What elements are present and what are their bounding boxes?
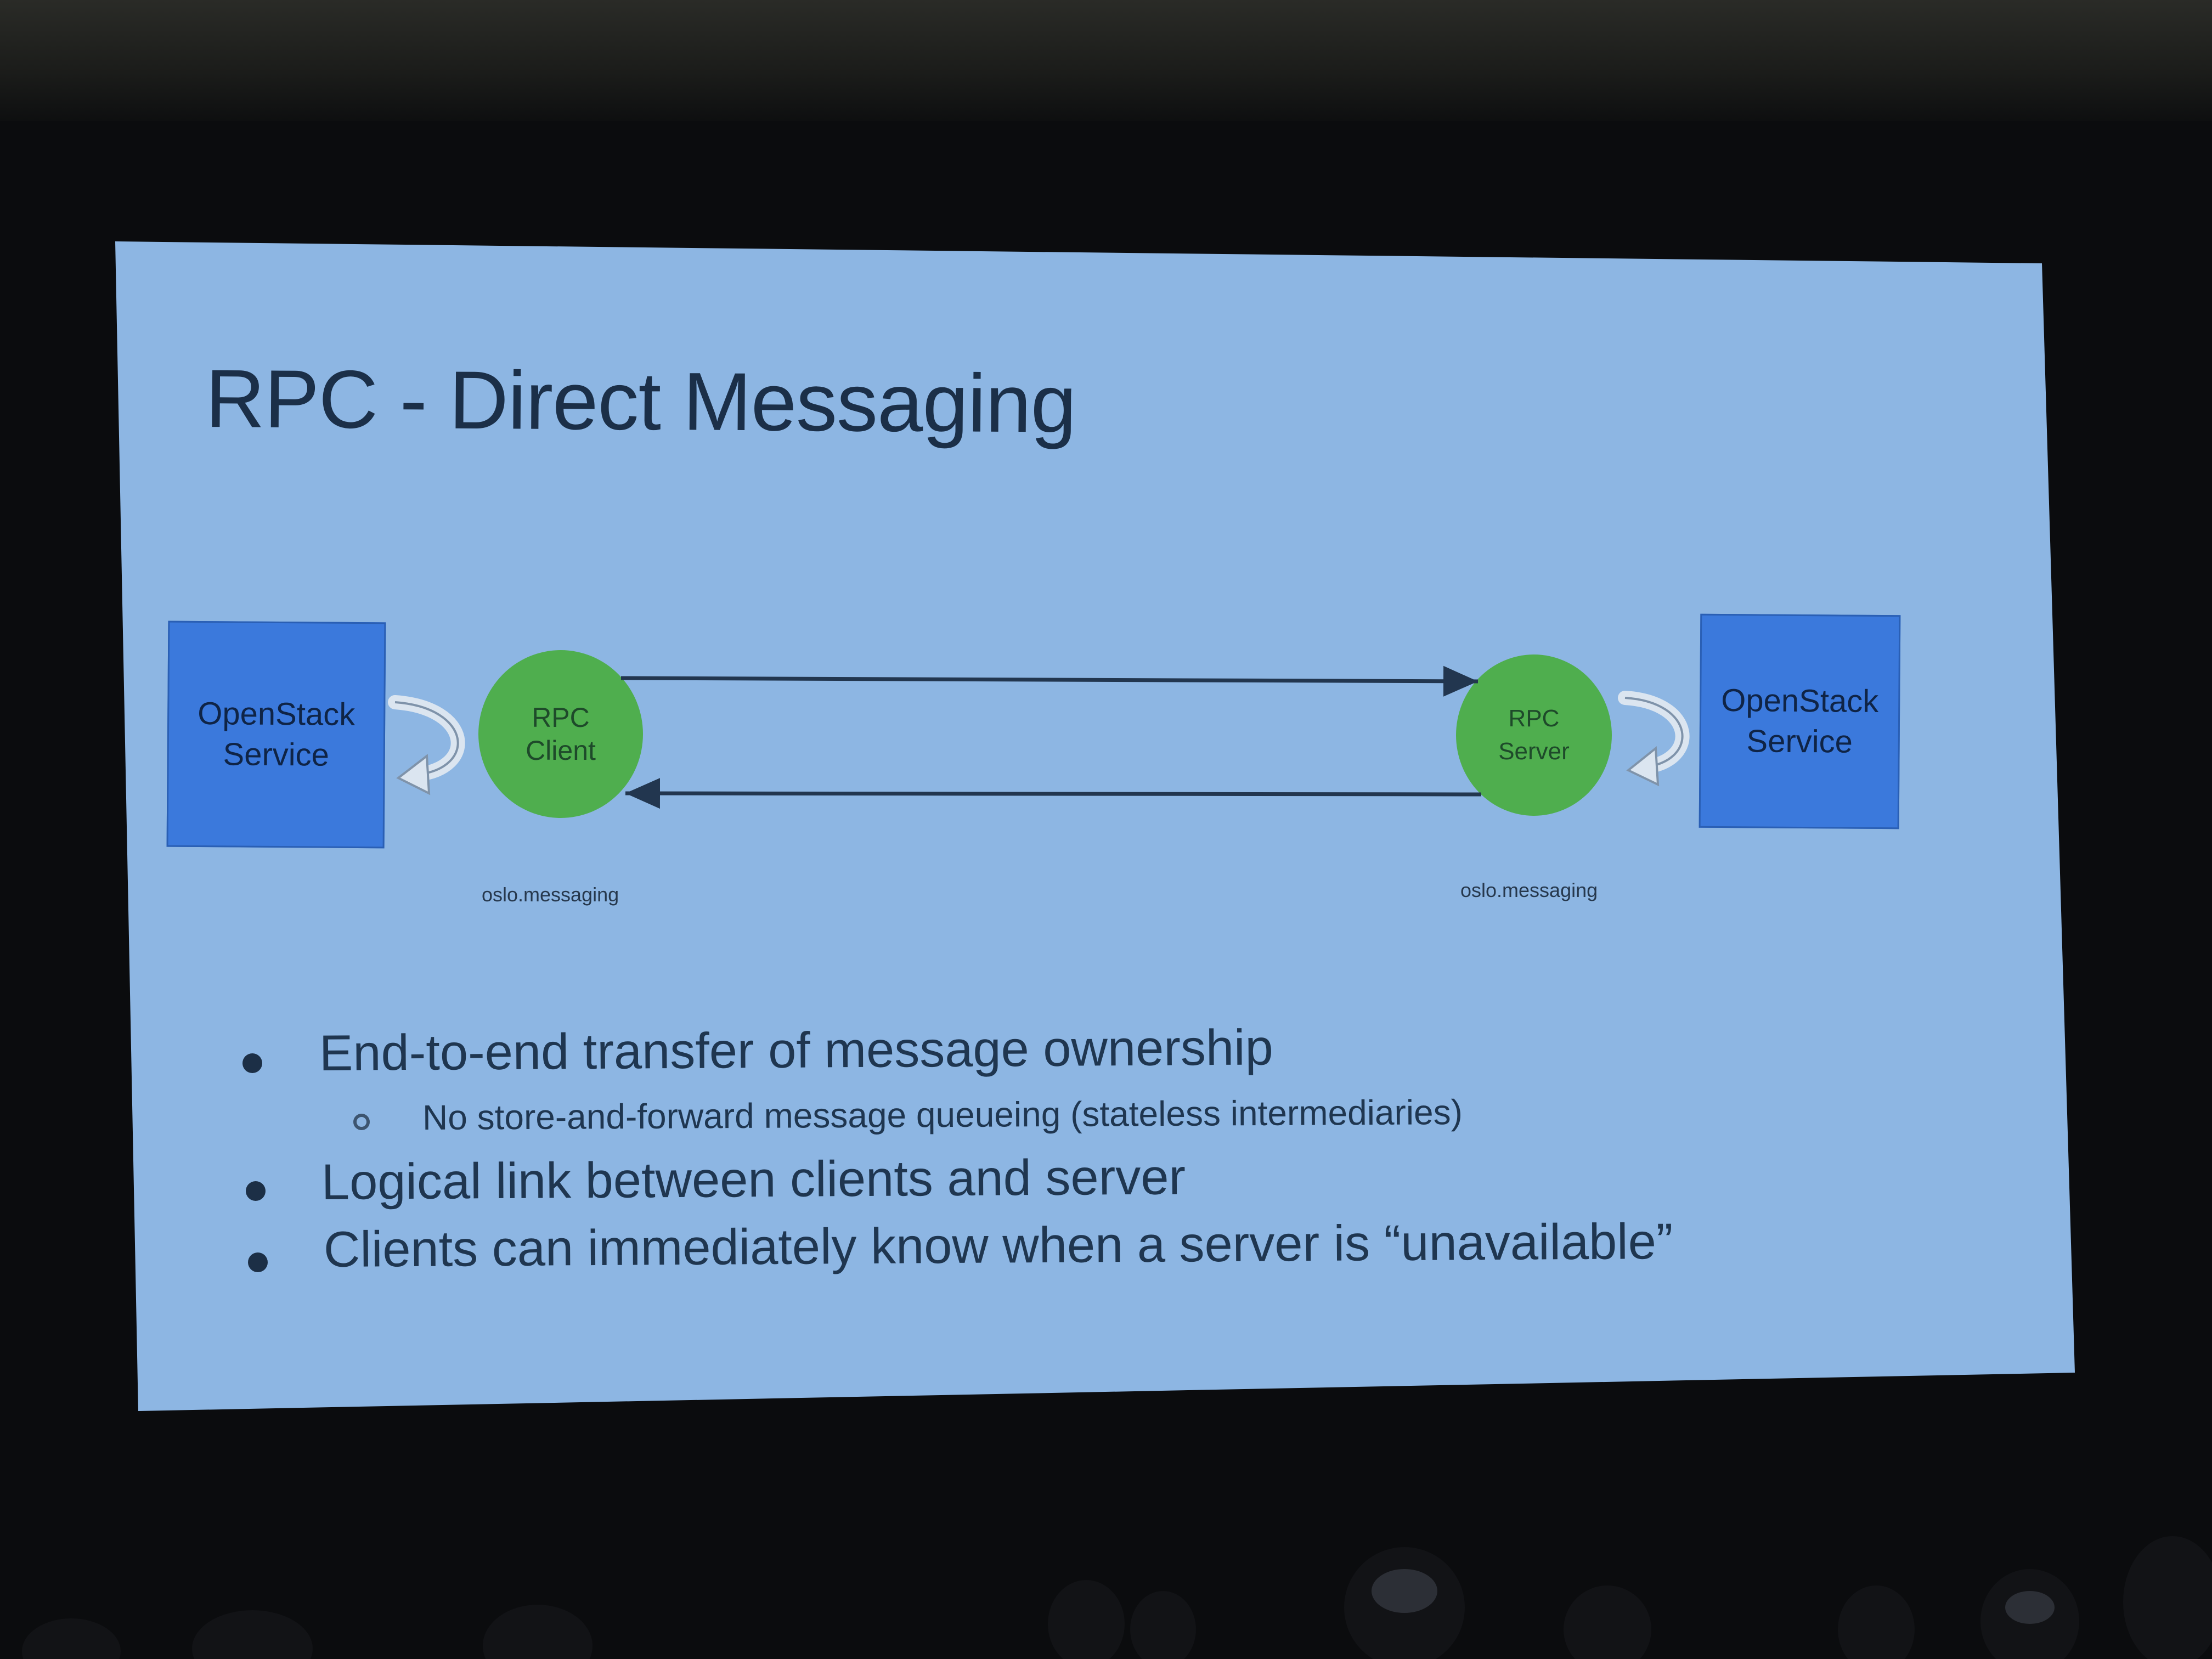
right-curved-arrow-icon <box>1618 691 1690 787</box>
ceiling <box>0 0 2212 121</box>
rpc-server-label: RPC Server <box>1498 705 1570 765</box>
request-arrow <box>620 665 1479 697</box>
bullet-dot <box>248 1252 268 1272</box>
slide-background <box>115 241 2075 1411</box>
sub-bullet-ring <box>353 1114 370 1130</box>
bullet-dot <box>242 1053 262 1073</box>
right-library-label: oslo.messaging <box>1460 879 1598 901</box>
bullet-dot <box>246 1181 266 1201</box>
left-curved-arrow-icon <box>388 695 465 795</box>
bullet-3: Clients can immediately know when a serv… <box>323 1213 1673 1278</box>
rpc-server-node: RPC Server <box>1456 654 1612 816</box>
bullet-2: Logical link between clients and server <box>321 1149 1186 1210</box>
left-library-label: oslo.messaging <box>482 883 619 906</box>
audience-silhouettes <box>22 1536 2212 1659</box>
bullet-1: End-to-end transfer of message ownership <box>319 1019 1273 1081</box>
rpc-client-label: RPC Client <box>526 702 596 766</box>
sub-bullet-1: No store-and-forward message queueing (s… <box>422 1092 1463 1137</box>
rpc-client-node: RPC Client <box>478 650 643 818</box>
response-arrow <box>625 778 1482 809</box>
